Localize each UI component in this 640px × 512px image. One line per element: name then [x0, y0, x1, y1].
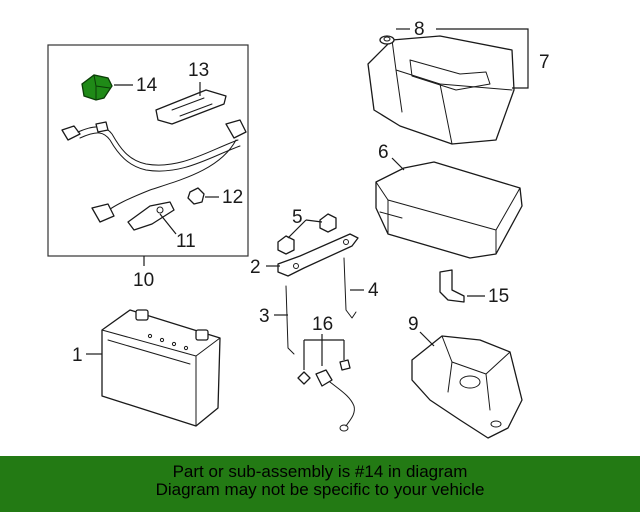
leader-5b [305, 219, 323, 223]
callout-13[interactable]: 13 [188, 60, 209, 81]
banner-line-2: Diagram may not be specific to your vehi… [155, 480, 485, 499]
part-8[interactable] [379, 35, 395, 45]
leader-11 [159, 213, 177, 235]
leader-9 [419, 331, 435, 347]
callout-11[interactable]: 11 [176, 231, 196, 252]
info-banner: Part or sub-assembly is #14 in diagram D… [0, 456, 640, 512]
part-14-highlighted[interactable] [81, 74, 113, 101]
callout-6[interactable]: 6 [378, 142, 389, 163]
callout-7[interactable]: 7 [539, 52, 550, 73]
banner-line-1: Part or sub-assembly is #14 in diagram [172, 462, 468, 481]
part-5[interactable] [277, 213, 337, 255]
part-16[interactable] [297, 359, 355, 432]
callout-14[interactable]: 14 [136, 75, 158, 96]
callout-3[interactable]: 3 [259, 306, 270, 327]
callout-4[interactable]: 4 [368, 280, 379, 301]
part-6[interactable] [375, 161, 523, 259]
part-9[interactable] [411, 335, 523, 439]
callout-9[interactable]: 9 [408, 314, 419, 335]
callout-10[interactable]: 10 [133, 270, 154, 291]
part-1[interactable] [101, 309, 221, 427]
part-15[interactable] [439, 269, 465, 303]
callout-12[interactable]: 12 [222, 187, 243, 208]
callout-15[interactable]: 15 [488, 286, 509, 307]
parts-diagram: 14 13 11 12 10 7 [47, 19, 550, 439]
leader-5a [287, 219, 307, 239]
part-7[interactable] [367, 35, 515, 145]
part-12[interactable] [187, 187, 205, 205]
callout-1[interactable]: 1 [72, 345, 83, 366]
leader-6 [391, 157, 405, 171]
callout-8[interactable]: 8 [414, 19, 425, 40]
part-2[interactable] [277, 233, 359, 277]
sub-assembly-frame [47, 44, 249, 257]
part-4[interactable] [343, 257, 357, 319]
callout-2[interactable]: 2 [250, 257, 261, 278]
part-3[interactable] [285, 285, 295, 355]
callout-16[interactable]: 16 [312, 314, 333, 335]
leader-7 [436, 28, 529, 89]
part-13[interactable] [155, 89, 227, 125]
battery-cable-harness[interactable] [61, 119, 247, 223]
callout-5[interactable]: 5 [292, 207, 303, 228]
part-11[interactable] [127, 201, 175, 231]
